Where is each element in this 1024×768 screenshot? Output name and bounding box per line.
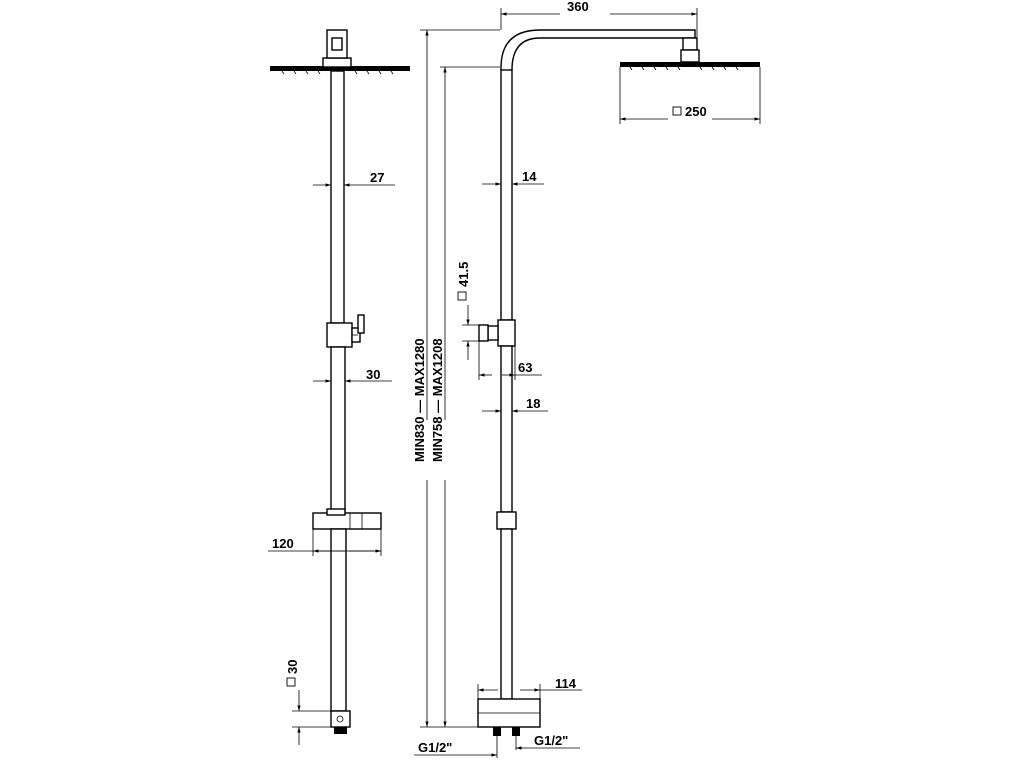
dim-valve-square-label: 41.5 xyxy=(456,262,471,287)
dim-valve-depth: 63 xyxy=(478,341,542,380)
front-bottom-tube xyxy=(330,528,347,712)
front-diverter-valve xyxy=(326,314,365,348)
side-thermostatic-mixer xyxy=(477,698,541,736)
dim-holder-width: 120 xyxy=(268,529,382,556)
dim-tube-lower-label: 30 xyxy=(366,367,380,382)
front-lower-tube xyxy=(330,346,346,512)
height-dimensions: MIN830 — MAX1280 MIN758 — MAX1208 xyxy=(412,29,500,728)
dim-base-square-label: 30 xyxy=(285,660,300,674)
dim-base-square: 30 xyxy=(285,660,331,745)
dim-side-lower: 18 xyxy=(482,396,548,413)
dim-mixer-width: 114 xyxy=(477,676,582,699)
side-lower-tube xyxy=(500,345,513,513)
dim-mixer-width-label: 114 xyxy=(555,676,577,691)
side-handshower-slider xyxy=(496,511,517,530)
dim-tube-upper-label: 27 xyxy=(370,170,384,185)
front-handshower-holder xyxy=(312,508,382,530)
front-view: 27 30 120 30 xyxy=(268,29,410,745)
dim-arm-length: 360 xyxy=(500,0,698,40)
side-diverter-valve xyxy=(478,319,516,347)
side-upper-tube xyxy=(500,69,513,321)
dim-tube-upper: 27 xyxy=(313,170,395,187)
dim-side-lower-label: 18 xyxy=(526,396,540,411)
dim-tube-lower: 30 xyxy=(313,367,392,383)
dim-holder-width-label: 120 xyxy=(272,536,294,551)
front-base-connector xyxy=(330,710,351,734)
side-shower-head xyxy=(620,37,760,71)
dim-valve-depth-label: 63 xyxy=(518,360,532,375)
dim-inlets: G1/2" G1/2" xyxy=(414,733,580,758)
dim-valve-square: 41.5 xyxy=(456,262,479,360)
side-bottom-tube xyxy=(500,528,513,700)
dim-side-upper: 14 xyxy=(482,169,544,186)
height-outer-label: MIN830 — MAX1280 xyxy=(412,338,427,462)
dim-inlet-right-label: G1/2" xyxy=(534,733,568,748)
dim-side-upper-label: 14 xyxy=(522,169,537,184)
side-shower-arm xyxy=(500,29,696,71)
height-inner-label: MIN758 — MAX1208 xyxy=(430,338,445,462)
dim-head-size-label: 250 xyxy=(685,104,707,119)
side-view: 360 250 14 41.5 xyxy=(414,0,761,758)
front-shower-head xyxy=(270,29,410,75)
dim-arm-length-label: 360 xyxy=(567,0,589,14)
dim-head-size: 250 xyxy=(619,67,761,124)
front-upper-tube xyxy=(330,70,345,324)
dim-inlet-left-label: G1/2" xyxy=(418,740,452,755)
